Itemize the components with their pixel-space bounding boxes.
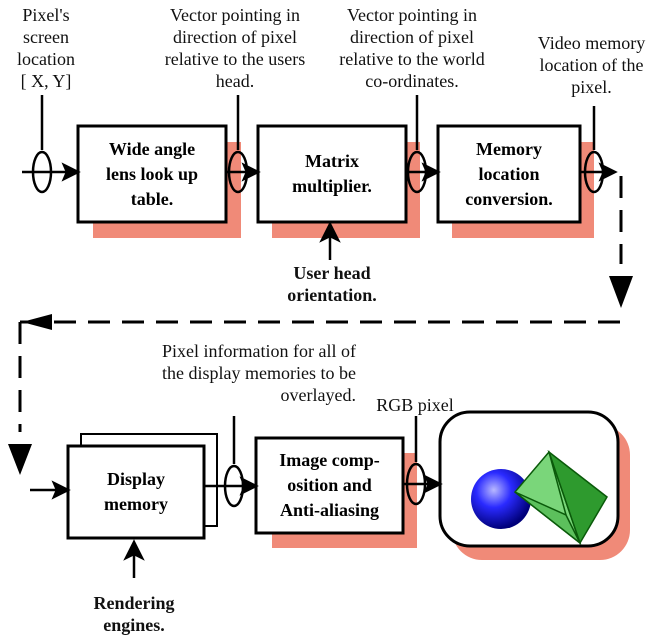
memory-location-box [436, 124, 582, 224]
user-head-orientation-label: User head orientation. [287, 263, 377, 305]
matrix-multiplier-box-label: Matrix multiplier. [292, 151, 372, 196]
arrow-icon [22, 314, 52, 330]
image-composition-box [254, 436, 405, 535]
arrow-icon [8, 444, 32, 475]
rgb-pixel-label: RGB pixel [376, 395, 454, 415]
wide-angle-lens-box-label: Wide angle lens look up table. [105, 138, 199, 209]
arrow-icon [609, 276, 633, 308]
wide-angle-box [76, 124, 228, 224]
vector-head-label: Vector pointing in direction of pixel re… [164, 5, 306, 91]
dashed-connector [18, 176, 623, 432]
sphere-icon [471, 469, 531, 529]
pyramid-icon [513, 449, 608, 546]
display-memory-box-label: Display memory [104, 469, 168, 514]
vector-world-label: Vector pointing in direction of pixel re… [339, 5, 485, 91]
memory-location-box-label: Memory location conversion. [465, 138, 553, 209]
pixel-information-label: Pixel information for all of the display… [162, 341, 356, 405]
pixel-screen-location-label: Pixel's screen location [ X, Y] [17, 5, 75, 91]
matrix-box [256, 124, 408, 224]
video-memory-label: Video memory location of the pixel. [537, 33, 646, 97]
loop-connector-icon [31, 95, 605, 508]
image-composition-box-label: Image comp- osition and Anti-aliasing [279, 450, 380, 520]
display-memory-box [66, 444, 206, 540]
arrow-icon [123, 221, 341, 578]
rendering-engines-label: Rendering engines. [93, 593, 175, 635]
